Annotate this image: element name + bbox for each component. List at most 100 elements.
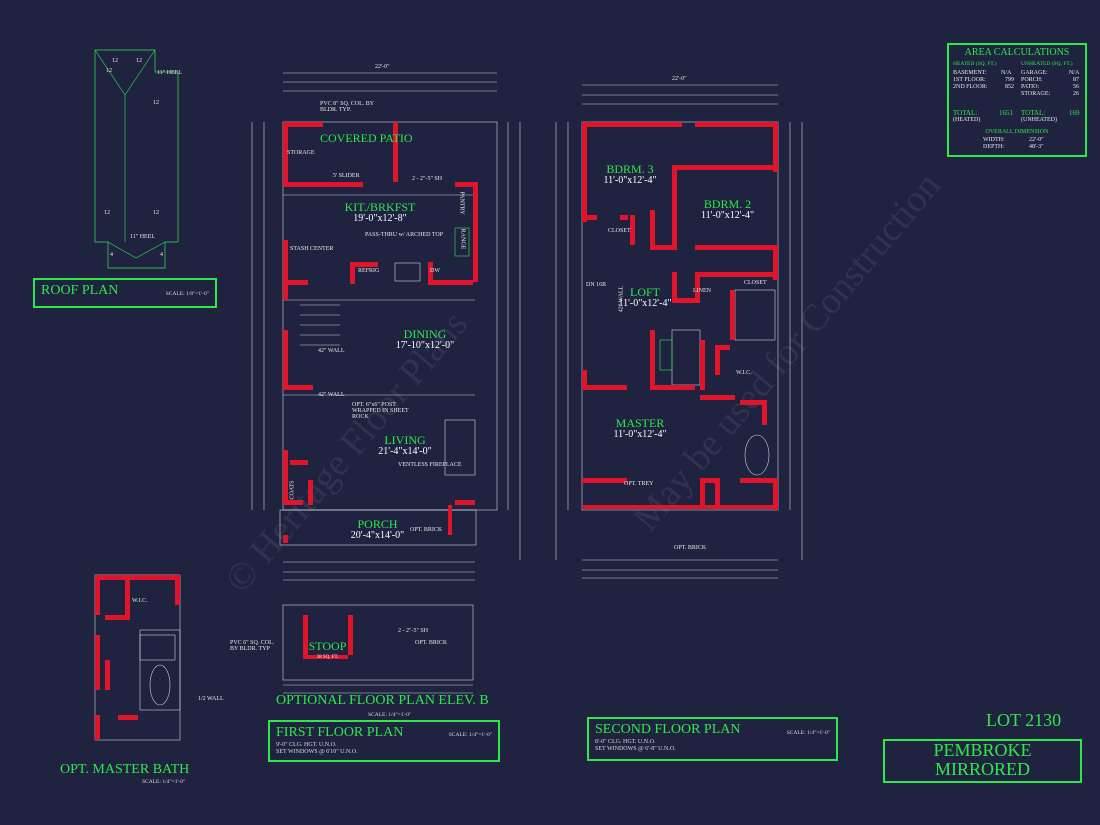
plan-name-box: PEMBROKE MIRRORED bbox=[883, 739, 1082, 783]
roof-pitch: 12 bbox=[153, 210, 159, 216]
roof-pitch: 12 bbox=[104, 210, 110, 216]
first-floor-width: 22'-0" bbox=[375, 64, 390, 70]
heated-row-label: BASEMENT: bbox=[953, 70, 987, 76]
master-bath-title: OPT. MASTER BATH bbox=[60, 762, 190, 777]
elev-b-opt-brick: OPT. BRICK bbox=[415, 640, 448, 646]
second-floor-title: SECOND FLOOR PLAN bbox=[595, 722, 741, 737]
wall-42-label: 42" WALL bbox=[318, 348, 345, 354]
first-floor-note-1: 9'-0" CLG. HGT. U.N.O. bbox=[276, 742, 337, 748]
first-floor-col-note: PVC 8" SQ. COL. BY BLDR. TYP. bbox=[320, 101, 374, 113]
master-bath-scale: SCALE: 1/4"=1'-0" bbox=[142, 779, 186, 785]
wall-segments bbox=[95, 122, 778, 740]
first-floor-note-2: SET WINDOWS @ 6'10" U.N.O. bbox=[276, 749, 358, 755]
second-floor-scale: SCALE: 1/4"=1'-0" bbox=[786, 730, 830, 736]
bdrm3-closet-label: CLOSET bbox=[608, 228, 631, 234]
storage-label: STORAGE bbox=[287, 150, 315, 156]
heated-row-value: 799 bbox=[1005, 77, 1014, 83]
plan-name-line-2: MIRRORED bbox=[934, 759, 1030, 779]
second-floor-note-1: 8'-0" CLG. HGT. U.N.O. bbox=[595, 739, 656, 745]
room-porch: PORCH 20'-4"x14'-0" bbox=[350, 517, 405, 541]
first-floor-title: FIRST FLOOR PLAN bbox=[276, 725, 404, 740]
roof-pitch: 12 bbox=[106, 68, 112, 74]
area-calc-title: AREA CALCULATIONS bbox=[964, 47, 1070, 58]
overall-width-label: WIDTH: bbox=[983, 137, 1005, 143]
room-loft: LOFT 11'-0"x12'-4" bbox=[618, 285, 672, 309]
coats-label: COATS bbox=[289, 480, 296, 500]
refrig-label: REFRIG bbox=[358, 268, 380, 274]
roof-pitch: 4 bbox=[110, 252, 113, 258]
unheated-row-value: 26 bbox=[1073, 91, 1079, 97]
opt-trey-label: OPT. TREY bbox=[624, 481, 654, 487]
plan-name-line-1: PEMBROKE bbox=[933, 740, 1032, 760]
total-unheated-sub: (UNHEATED) bbox=[1021, 117, 1057, 123]
roof-plan-title: ROOF PLAN bbox=[41, 283, 119, 298]
bdrm2-closet-label: CLOSET bbox=[744, 280, 767, 286]
total-heated-sub: (HEATED) bbox=[953, 117, 981, 123]
range-label: RANGE bbox=[459, 228, 466, 250]
room-kitchen-breakfast: KIT./BRKFST 19'-0"x12'-8" bbox=[344, 200, 416, 224]
heated-row-label: 1ST FLOOR: bbox=[953, 77, 986, 83]
lot-number: LOT 2130 bbox=[986, 710, 1062, 730]
total-unheated-value: 169 bbox=[1069, 109, 1080, 117]
unheated-row-value: N/A bbox=[1069, 70, 1080, 76]
room-covered-patio: COVERED PATIO bbox=[320, 131, 413, 145]
bath-half-wall-label: 1/2 WALL bbox=[198, 696, 224, 702]
first-floor-title-box: FIRST FLOOR PLAN SCALE: 1/4"=1'-0" 9'-0"… bbox=[268, 720, 500, 762]
bath-wic-label: W.I.C. bbox=[132, 598, 148, 604]
total-unheated-label: TOTAL: bbox=[1021, 109, 1046, 117]
optional-elev-title: OPTIONAL FLOOR PLAN ELEV. B bbox=[276, 693, 489, 708]
unheated-row-label: STORAGE: bbox=[1021, 91, 1051, 97]
room-living: LIVING 21'-4"x14'-0" bbox=[378, 433, 432, 457]
roof-plan-title-box: ROOF PLAN SCALE: 1/8"=1'-0" bbox=[33, 278, 217, 308]
unheated-row-label: PORCH: bbox=[1021, 77, 1043, 83]
second-floor-width: 22'-0" bbox=[672, 76, 687, 82]
area-calculations-box: AREA CALCULATIONS HEATED (SQ. FT.) UNHEA… bbox=[947, 43, 1087, 157]
roof-plan-scale: SCALE: 1/8"=1'-0" bbox=[165, 291, 209, 297]
opt-post-label: OPT. 6"x6" POST WRAPPED IN SHEET ROCK bbox=[352, 402, 409, 420]
pass-thru-label: PASS-THRU w/ ARCHED TOP bbox=[365, 232, 444, 238]
dw-label: DW bbox=[430, 268, 440, 274]
unheated-row-value: 56 bbox=[1073, 84, 1079, 90]
linen-label: LINEN bbox=[693, 288, 711, 294]
overall-width-value: 22'-0" bbox=[1029, 137, 1044, 143]
overall-depth-value: 48'-3" bbox=[1029, 144, 1044, 150]
total-heated-value: 1651 bbox=[999, 109, 1013, 117]
stair-down-label: DN 16R bbox=[586, 282, 607, 288]
wic-label: W.I.C. bbox=[736, 370, 752, 376]
first-floor-scale: SCALE: 1/4"=1'-0" bbox=[448, 732, 492, 738]
room-stoop: STOOP 38 SQ. FT. bbox=[308, 639, 347, 660]
porch-opt-brick: OPT. BRICK bbox=[410, 527, 443, 533]
fireplace-label: VENTLESS FIREPLACE bbox=[398, 462, 462, 468]
roof-heel-top: 11" HEEL bbox=[157, 70, 183, 76]
elev-b-col-note: PVC 6" SQ. COL. BY BLDR. TYP bbox=[230, 640, 275, 652]
roof-pitch: 12 bbox=[136, 58, 142, 64]
roof-pitch: 12 bbox=[153, 100, 159, 106]
unheated-row-label: GARAGE: bbox=[1021, 70, 1048, 76]
first-floor-sh: 2 - 2"-5" SH bbox=[412, 176, 443, 182]
second-floor-opt-brick: OPT. BRICK bbox=[674, 545, 707, 551]
room-dining: DINING 17'-10"x12'-0" bbox=[395, 327, 455, 351]
roof-pitch: 4 bbox=[160, 252, 163, 258]
optional-elev-scale: SCALE: 1/4"=1'-0" bbox=[368, 712, 412, 718]
stash-center-label: STASH CENTER bbox=[290, 246, 334, 252]
unheated-header: UNHEATED (SQ. FT.) bbox=[1021, 61, 1073, 67]
unheated-row-label: PATIO: bbox=[1021, 84, 1040, 90]
second-floor-note-2: SET WINDOWS @ 6'-8" U.N.O. bbox=[595, 746, 676, 752]
room-master: MASTER 11'-0"x12'-4" bbox=[613, 416, 667, 440]
roof-plan-outline bbox=[94, 49, 179, 269]
roof-pitch: 12 bbox=[112, 58, 118, 64]
elev-b-sh: 2 - 2"-5" SH bbox=[398, 628, 429, 634]
heated-row-label: 2ND FLOOR: bbox=[953, 84, 988, 90]
overall-depth-label: DEPTH: bbox=[983, 144, 1004, 150]
second-floor-title-box: SECOND FLOOR PLAN SCALE: 1/4"=1'-0" 8'-0… bbox=[587, 717, 838, 761]
heated-row-value: 852 bbox=[1005, 84, 1014, 90]
heated-header: HEATED (SQ. FT.) bbox=[953, 61, 997, 67]
total-heated-label: TOTAL: bbox=[953, 109, 978, 117]
room-bdrm-3: BDRM. 3 11'-0"x12'-4" bbox=[603, 162, 657, 186]
overall-dimension-title: OVERALL DIMENSION bbox=[985, 129, 1049, 135]
heated-row-value: N/A bbox=[1001, 70, 1012, 76]
room-bdrm-2: BDRM. 2 11'-0"x12'-4" bbox=[700, 197, 755, 221]
pantry-label: PANTRY bbox=[458, 191, 465, 215]
roof-heel-bottom: 11" HEEL bbox=[130, 234, 156, 240]
